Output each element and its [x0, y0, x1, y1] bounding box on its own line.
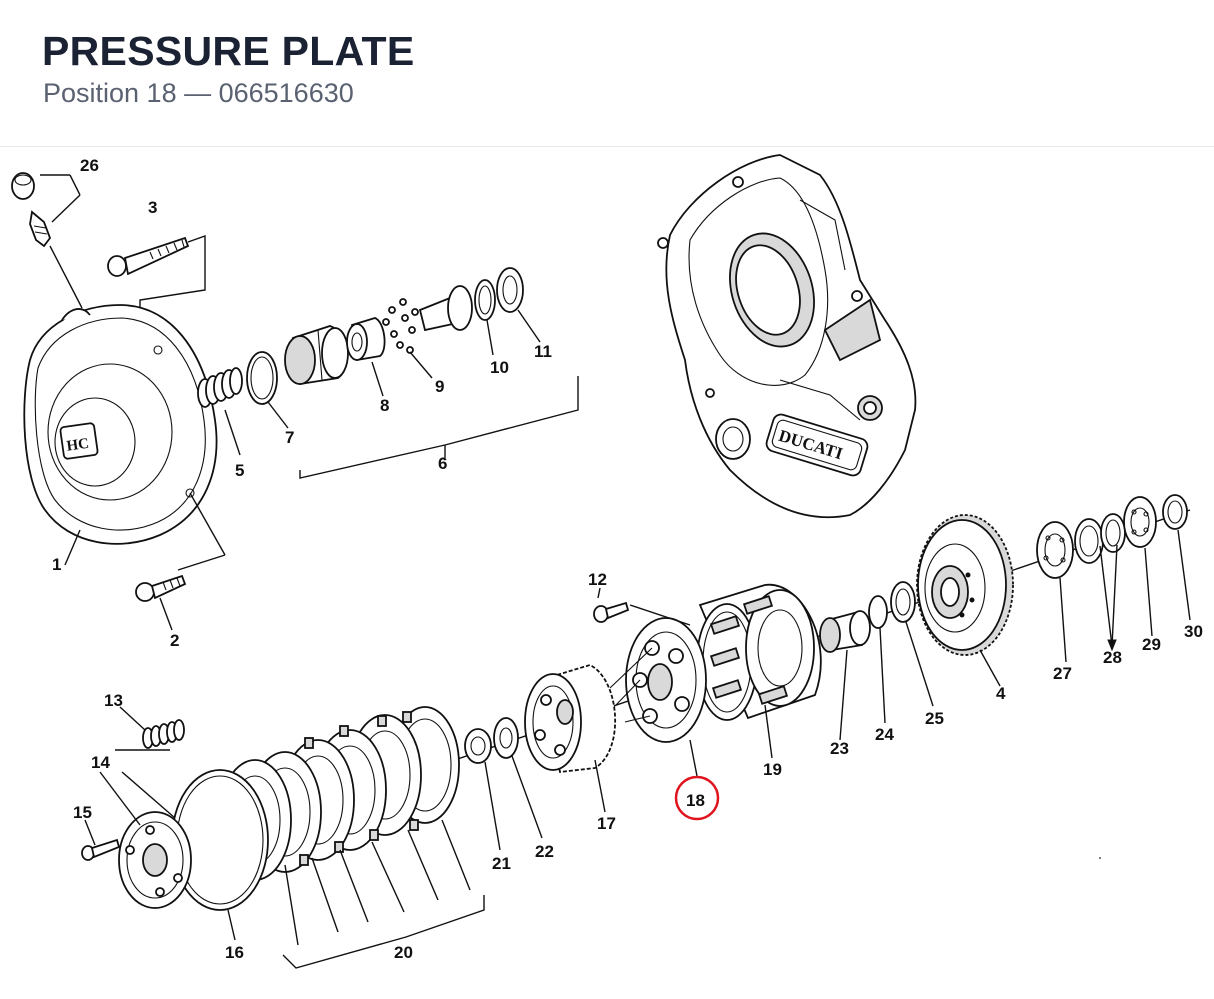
part-4-driven-gear[interactable] — [916, 514, 1014, 687]
part-30-ring[interactable] — [1162, 494, 1191, 621]
callout-2: 2 — [170, 631, 179, 650]
crankcase-housing: DUCATI — [657, 154, 917, 519]
callout-6: 6 — [438, 454, 447, 473]
callout-23: 23 — [830, 739, 849, 758]
part-7-circlip[interactable] — [246, 351, 289, 429]
callout-11: 11 — [534, 342, 552, 361]
callout-26: 26 — [80, 156, 99, 175]
callout-27: 27 — [1053, 664, 1072, 683]
callout-24: 24 — [875, 725, 894, 744]
header-divider — [0, 146, 1214, 147]
callout-7: 7 — [285, 428, 294, 447]
callout-25: 25 — [925, 709, 944, 728]
part-19-clutch-basket[interactable] — [696, 584, 822, 759]
page-title: PRESSURE PLATE — [42, 28, 415, 74]
part-5-spring[interactable] — [197, 367, 243, 456]
part-13-spring[interactable] — [119, 706, 185, 749]
callout-16: 16 — [225, 943, 244, 962]
part-9-balls[interactable] — [382, 298, 433, 379]
callout-1: 1 — [52, 555, 61, 574]
callout-9: 9 — [435, 377, 444, 396]
page-subtitle: Position 18 — 066516630 — [43, 78, 354, 108]
part-11-seal[interactable] — [496, 267, 541, 343]
callout-28: 28 — [1103, 648, 1122, 667]
callout-30: 30 — [1184, 622, 1203, 641]
callout-4: 4 — [996, 684, 1006, 703]
part-26-breather[interactable] — [11, 172, 83, 309]
callout-29: 29 — [1142, 635, 1161, 654]
part-17-clutch-hub[interactable] — [524, 664, 616, 813]
callout-17: 17 — [597, 814, 616, 833]
part-21-nut[interactable] — [464, 728, 501, 851]
part-25-washer[interactable] — [890, 581, 934, 707]
part-8-piston[interactable] — [284, 317, 386, 397]
callout-20: 20 — [394, 943, 413, 962]
callout-labels: 26 3 11 10 9 8 7 6 5 1 2 12 4 27 28 29 3… — [52, 156, 1203, 962]
stray-dot — [1099, 857, 1101, 859]
callout-12: 12 — [588, 570, 607, 589]
part-15-bolt[interactable] — [81, 819, 121, 861]
part-28-rings[interactable] — [1074, 513, 1126, 652]
part-23-bushing[interactable] — [819, 610, 871, 741]
part-14-spring-plate[interactable] — [99, 749, 192, 909]
part-22-washer[interactable] — [493, 717, 543, 839]
callout-10: 10 — [490, 358, 509, 377]
callout-5: 5 — [235, 461, 244, 480]
callout-14: 14 — [91, 753, 110, 772]
part-18-pressure-plate[interactable] — [609, 617, 707, 777]
part-12-screw[interactable] — [593, 587, 691, 626]
part-27-bearing[interactable] — [1036, 521, 1074, 663]
callout-18: 18 — [686, 791, 705, 810]
part-2-short-screw[interactable] — [135, 574, 187, 631]
callout-8: 8 — [380, 396, 389, 415]
part-10-oring-and-rod[interactable] — [418, 279, 496, 356]
callout-13: 13 — [104, 691, 123, 710]
highlighted-callout-18[interactable]: 18 — [674, 775, 720, 821]
cover-logo: HC — [66, 436, 91, 455]
callout-19: 19 — [763, 760, 782, 779]
callout-22: 22 — [535, 842, 554, 861]
page-header: PRESSURE PLATE Position 18 — 066516630 — [0, 0, 1214, 147]
callout-15: 15 — [73, 803, 92, 822]
callout-3: 3 — [148, 198, 157, 217]
part-24-circlip[interactable] — [868, 595, 888, 724]
part-1-clutch-cover[interactable]: HC — [23, 304, 226, 571]
callout-21: 21 — [492, 854, 511, 873]
highlight-ring — [674, 775, 720, 821]
part-29-bearing[interactable] — [1123, 496, 1157, 637]
